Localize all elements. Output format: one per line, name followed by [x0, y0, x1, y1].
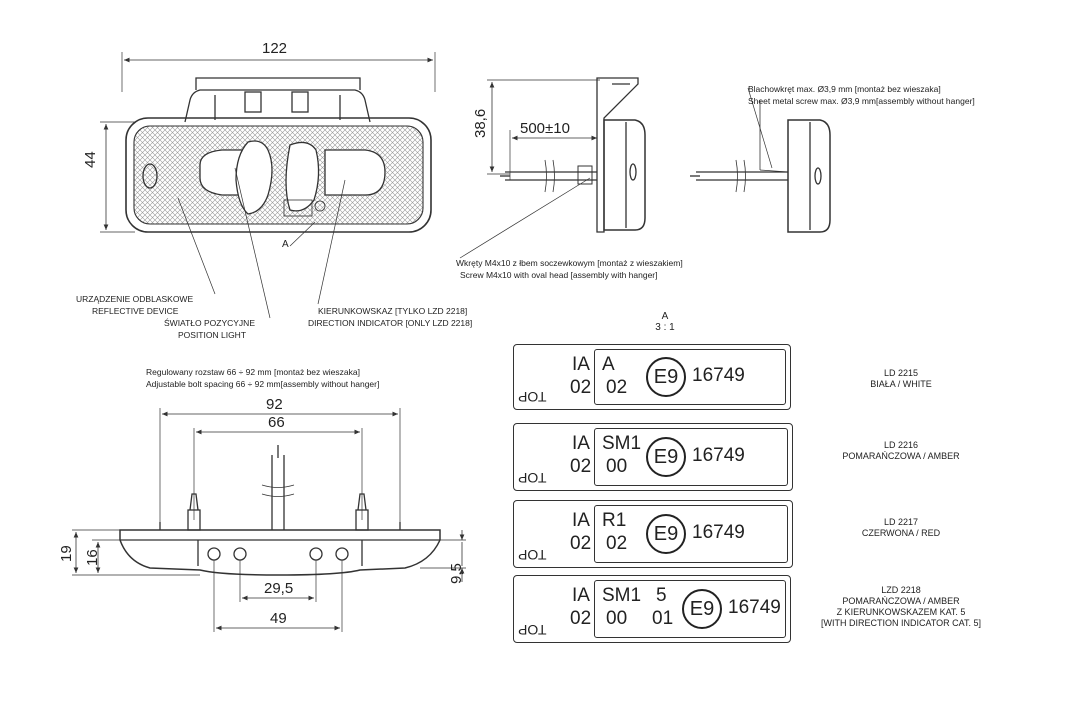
plate-description-line: LZD 2218 — [881, 585, 921, 595]
plate-code-ia: IA — [572, 354, 590, 375]
plate-description-line: Z KIERUNKOWSKAZEM KAT. 5 — [836, 607, 966, 617]
plate-description-line: POMARAŃCZOWA / AMBER — [842, 451, 960, 461]
plate-code-ia: IA — [572, 510, 590, 531]
bolt-spacing-pl: Regulowany rozstaw 66 ÷ 92 mm [montaż be… — [146, 367, 360, 377]
plate-inner-frame — [594, 580, 786, 638]
e9-approval-mark: E9 — [682, 589, 722, 629]
side-view-hanger — [459, 77, 646, 259]
plate-category-rev: 02 — [606, 533, 628, 554]
screw-m4-pl: Wkręty M4x10 z łbem soczewkowym [montaż … — [456, 258, 683, 268]
plate-description-line: POMARAŃCZOWA / AMBER — [842, 596, 960, 606]
plate-category: SM1 — [602, 433, 642, 454]
plate-approval-number: 16749 — [692, 522, 745, 543]
e9-approval-mark: E9 — [646, 514, 686, 554]
dim-bottom-16: 16 — [84, 549, 101, 566]
plate-inner-frame — [594, 349, 786, 405]
position-pl: ŚWIATŁO POZYCYJNE — [164, 318, 255, 328]
front-view — [100, 52, 436, 319]
dim-bottom-49: 49 — [270, 610, 287, 627]
dim-bottom-29-5: 29,5 — [264, 580, 294, 597]
dim-bottom-92: 92 — [266, 396, 283, 413]
plate-top-mark: TOP — [518, 622, 547, 638]
indicator-en: DIRECTION INDICATOR [ONLY LZD 2218] — [308, 318, 473, 328]
plate-description-line: LD 2217 — [883, 517, 919, 527]
detail-a-scale: 3 : 1 — [655, 322, 675, 333]
plate-code-ia: IA — [572, 585, 590, 606]
side-view-no-hanger — [690, 87, 831, 233]
detail-a-title: A — [661, 311, 669, 322]
plate-category-rev: 00 — [606, 456, 628, 477]
plate-code-02: 02 — [570, 456, 592, 477]
indicator-pl: KIERUNKOWSKAZ [TYLKO LZD 2218] — [318, 306, 468, 316]
plate-category: SM1 — [602, 585, 642, 606]
plate-approval-number: 16749 — [692, 445, 745, 466]
plate-top-mark: TOP — [518, 547, 547, 563]
plate-top-mark: TOP — [518, 389, 547, 405]
plate-category: A — [602, 354, 615, 375]
dim-front-height: 44 — [82, 151, 99, 168]
dim-bottom-9-5: 9,5 — [448, 563, 465, 584]
position-en: POSITION LIGHT — [178, 330, 247, 340]
reflective-en: REFLECTIVE DEVICE — [92, 306, 179, 316]
plate-inner-frame — [594, 505, 788, 563]
plate-code-ia: IA — [572, 433, 590, 454]
screw-sheet-en: Sheet metal screw max. Ø3,9 mm[assembly … — [748, 96, 975, 106]
dim-bottom-19: 19 — [58, 545, 75, 562]
plate-inner-frame — [594, 428, 788, 486]
plate-category-rev: 00 — [606, 608, 628, 629]
bottom-view — [72, 408, 466, 632]
plate-extra-rev: 01 — [652, 608, 674, 629]
plate-description-line: BIAŁA / WHITE — [870, 379, 932, 389]
dim-bottom-66: 66 — [268, 414, 285, 431]
screw-sheet-pl: Blachowkręt max. Ø3,9 mm [montaż bez wie… — [748, 84, 941, 94]
dim-cable-length: 500±10 — [520, 120, 570, 137]
dim-front-width: 122 — [262, 40, 288, 57]
plate-approval-number: 16749 — [692, 365, 745, 386]
plate-description-line: CZERWONA / RED — [861, 528, 941, 538]
plate-code-02: 02 — [570, 377, 592, 398]
plate-category: R1 — [602, 510, 627, 531]
plate-extra-category: 5 — [656, 585, 667, 606]
plate-description-line: [WITH DIRECTION INDICATOR CAT. 5] — [820, 618, 981, 628]
plate-description-line: LD 2216 — [883, 440, 919, 450]
bolt-spacing-en: Adjustable bolt spacing 66 ÷ 92 mm[assem… — [146, 379, 380, 389]
plate-code-02: 02 — [570, 533, 592, 554]
screw-m4-en: Screw M4x10 with oval head [assembly wit… — [460, 270, 658, 280]
detail-callout-a: A — [282, 239, 289, 250]
plate-approval-number: 16749 — [728, 597, 781, 618]
reflective-pl: URZĄDZENIE ODBLASKOWE — [76, 294, 194, 304]
plate-top-mark: TOP — [518, 470, 547, 486]
dim-side-height: 38,6 — [472, 108, 489, 138]
e9-approval-mark: E9 — [646, 437, 686, 477]
plate-category-rev: 02 — [606, 377, 628, 398]
plate-description-line: LD 2215 — [883, 368, 919, 378]
e9-approval-mark: E9 — [646, 357, 686, 397]
plate-code-02: 02 — [570, 608, 592, 629]
